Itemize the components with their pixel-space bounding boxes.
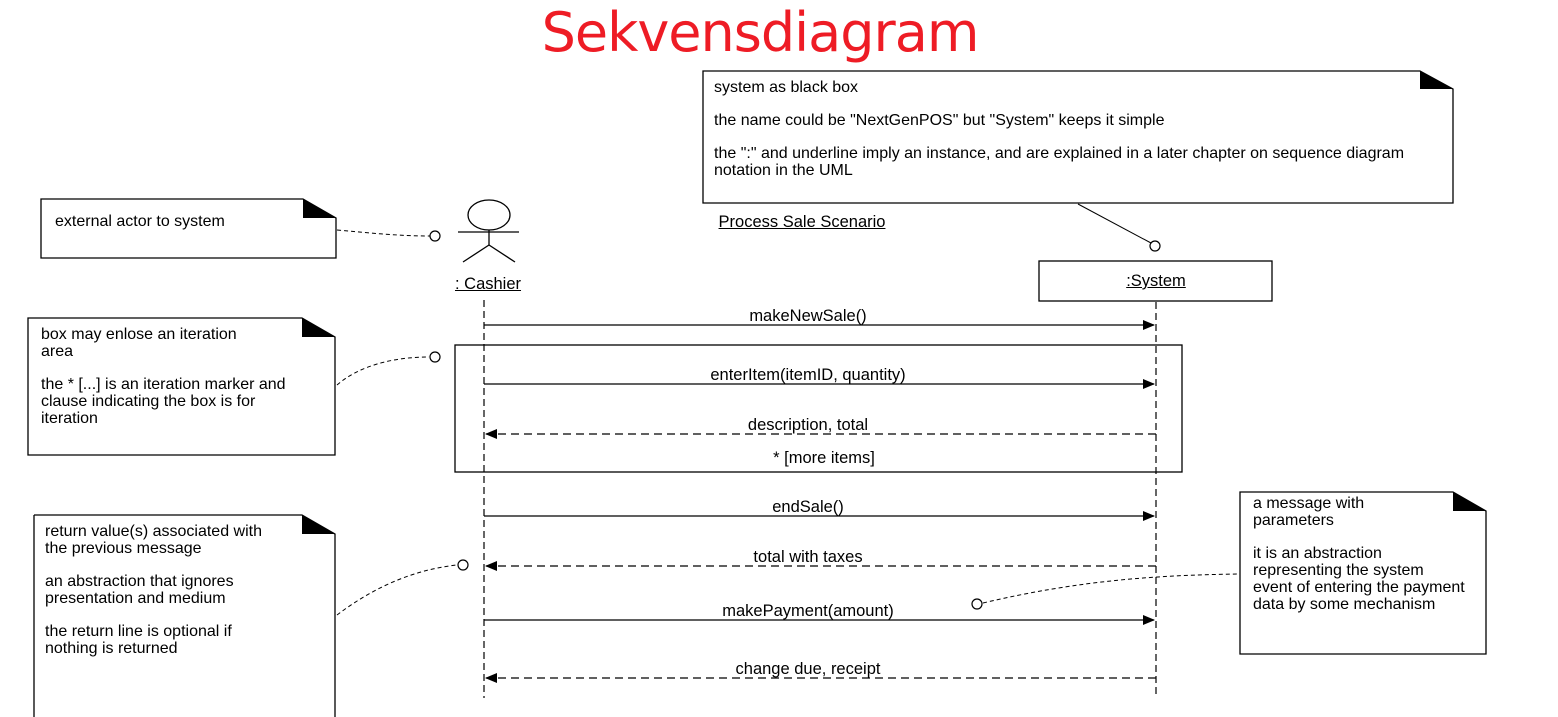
note-shape-system bbox=[702, 70, 1454, 204]
anchor-circle-actor bbox=[429, 230, 441, 242]
note-text: the name could be "NextGenPOS" but "Syst… bbox=[714, 112, 1165, 129]
message-label: change due, receipt bbox=[735, 660, 881, 678]
message-label: endSale() bbox=[772, 498, 844, 516]
note-text: return value(s) associated with the prev… bbox=[45, 523, 262, 557]
note-parameters: a message with parameters it is an abstr… bbox=[1253, 495, 1468, 613]
message-label: total with taxes bbox=[753, 548, 863, 566]
note-text: the ":" and underline imply an instance,… bbox=[714, 145, 1405, 179]
cashier-actor-icon bbox=[458, 199, 519, 263]
note-text: external actor to system bbox=[55, 213, 225, 230]
connector-parameters-note bbox=[982, 573, 1241, 604]
message-arrows bbox=[484, 320, 1156, 683]
connector-return-note bbox=[336, 564, 458, 616]
scenario-title: Process Sale Scenario bbox=[718, 213, 886, 231]
note-shape-iteration bbox=[27, 317, 336, 456]
note-text: the return line is optional if nothing i… bbox=[45, 623, 232, 657]
iteration-frame bbox=[454, 344, 1183, 473]
note-shape-parameters bbox=[1239, 491, 1487, 655]
note-return: return value(s) associated with the prev… bbox=[45, 523, 290, 657]
note-text: an abstraction that ignores presentation… bbox=[45, 573, 234, 607]
message-label: enterItem(itemID, quantity) bbox=[710, 366, 906, 384]
system-label: :System bbox=[1126, 272, 1186, 290]
note-text: the * [...] is an iteration marker and c… bbox=[41, 376, 286, 427]
loop-guard-label: * [more items] bbox=[773, 449, 875, 467]
note-actor: external actor to system bbox=[55, 213, 260, 230]
note-text: box may enlose an iteration area bbox=[41, 326, 237, 360]
anchor-circle-system bbox=[1149, 240, 1161, 252]
message-label: makePayment(amount) bbox=[722, 602, 894, 620]
slide-title: Sekvensdiagram bbox=[541, 1, 980, 64]
cashier-label: : Cashier bbox=[454, 275, 522, 293]
connector-iteration-note bbox=[336, 356, 430, 386]
note-text: system as black box bbox=[714, 79, 859, 96]
connector-actor-note bbox=[336, 229, 431, 237]
note-iteration: box may enlose an iteration area the * [… bbox=[41, 326, 316, 427]
message-label: description, total bbox=[747, 416, 869, 434]
note-shape-actor bbox=[40, 198, 337, 259]
connector-system-note bbox=[1077, 203, 1152, 244]
note-text: it is an abstraction representing the sy… bbox=[1253, 545, 1465, 613]
anchor-circle-iteration bbox=[429, 351, 441, 363]
message-label: makeNewSale() bbox=[749, 307, 867, 325]
system-participant-box bbox=[1038, 260, 1273, 302]
note-text: a message with parameters bbox=[1253, 495, 1365, 529]
note-system: system as black box the name could be "N… bbox=[714, 79, 1429, 179]
anchor-circle-return bbox=[457, 559, 469, 571]
anchor-circle-parameters bbox=[971, 598, 983, 610]
note-shape-return bbox=[33, 514, 336, 717]
